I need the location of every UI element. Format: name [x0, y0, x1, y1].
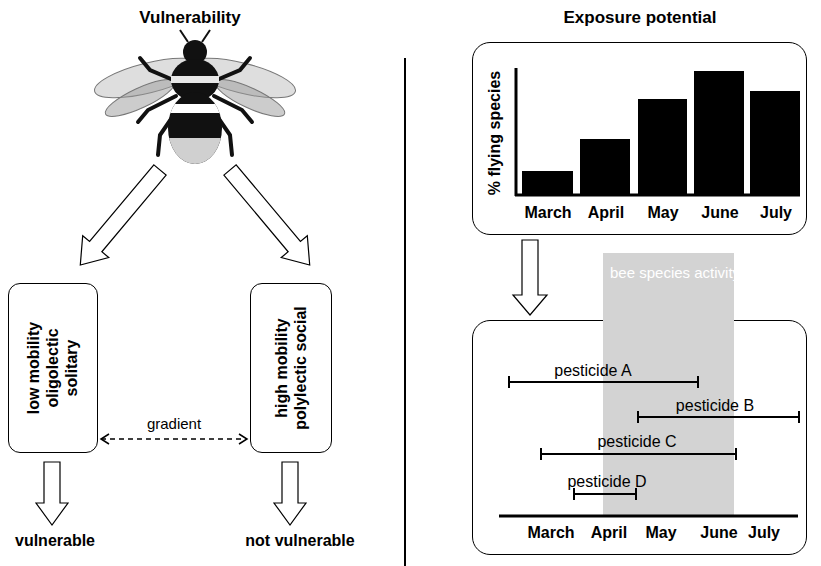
- section-title: Exposure potential: [563, 8, 716, 28]
- trait-box: high mobility polylectic social: [250, 283, 332, 453]
- text-label: March: [524, 203, 571, 222]
- timeline-panel: bee species activity pesticide Apesticid…: [472, 320, 807, 555]
- section-title: Vulnerability: [139, 8, 240, 28]
- trait-text: high mobility polylectic social: [272, 303, 310, 433]
- trait-box: low mobility oligolectic solitary: [8, 283, 98, 453]
- edge-label: gradient: [145, 415, 203, 433]
- axis-title: % flying species: [485, 71, 504, 196]
- chart-panel: % flying speciesMarch April May June July: [472, 42, 807, 235]
- connector: [513, 240, 547, 315]
- text-label: July: [748, 523, 780, 542]
- bar-chart: [515, 68, 800, 196]
- text-label: April: [591, 523, 627, 542]
- text-label: May: [645, 523, 676, 542]
- text-label: pesticide C: [597, 432, 676, 451]
- bee-illustration: [91, 30, 299, 168]
- text-label: July: [760, 203, 792, 222]
- text-label: pesticide B: [676, 396, 754, 415]
- text-label: June: [700, 523, 737, 542]
- text-label: May: [647, 203, 678, 222]
- text-label: pesticide D: [567, 472, 646, 491]
- hollow-arrow: [274, 462, 306, 525]
- hollow-arrow: [217, 159, 323, 276]
- outcome-label: vulnerable: [15, 531, 95, 550]
- connector: [101, 434, 247, 444]
- hollow-arrow: [67, 159, 173, 276]
- hollow-arrow: [36, 462, 68, 525]
- band-label: bee species activity: [610, 264, 740, 282]
- text-label: pesticide A: [554, 361, 631, 380]
- trait-text: low mobility oligolectic solitary: [24, 303, 82, 433]
- divider-line: [404, 58, 406, 566]
- outcome-label: not vulnerable: [245, 531, 354, 550]
- text-label: March: [527, 523, 574, 542]
- text-label: April: [588, 203, 624, 222]
- text-label: June: [701, 203, 738, 222]
